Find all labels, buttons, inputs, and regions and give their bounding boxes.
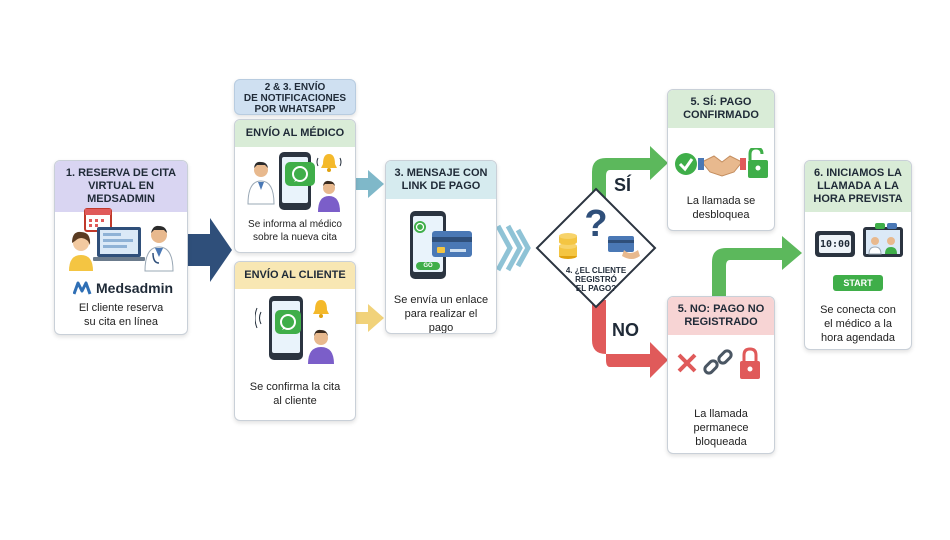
- step-cliente-header: ENVÍO AL CLIENTE: [235, 262, 355, 289]
- step-medico-text-line2: sobre la nueva cita: [253, 232, 337, 243]
- arrow-yes: [592, 146, 668, 205]
- step-llamada-text-line3: hora agendada: [820, 332, 895, 344]
- yes-label: SÍ: [614, 175, 632, 195]
- check-icon: [675, 153, 697, 175]
- envio-group-title-line3: POR WHATSAPP: [254, 104, 336, 115]
- step-medico-title: ENVÍO AL MÉDICO: [245, 127, 345, 139]
- step-si-card: 5. SÍ: PAGO CONFIRMADO La llamada se des…: [667, 89, 775, 231]
- step-cliente-text-line2: al cliente: [273, 395, 317, 407]
- step-reserva-title-line2: VIRTUAL EN MEDSADMIN: [87, 180, 155, 205]
- step-mensaje-title-line2: LINK DE PAGO: [401, 180, 481, 192]
- step-llamada-title-line3: HORA PREVISTA: [813, 193, 903, 205]
- step-mensaje-text-line1: Se envía un enlace: [393, 294, 489, 306]
- cliente-illustration: [255, 296, 334, 364]
- step-llamada-text-line1: Se conecta con: [820, 304, 896, 316]
- payment-confirmed-icons: [675, 148, 768, 178]
- start-button[interactable]: START: [833, 275, 883, 291]
- step-mensaje-text-line3: pago: [428, 322, 454, 334]
- step-medico-card: ENVÍO AL MÉDICO Se informa al médico sob…: [234, 119, 356, 253]
- step-cliente-text-line1: Se confirma la cita: [249, 381, 341, 393]
- decision-diamond: ?: [535, 187, 657, 309]
- step-cliente-title: ENVÍO AL CLIENTE: [244, 269, 346, 281]
- step-medico-text-line1: Se informa al médico: [248, 219, 342, 230]
- step-llamada-title-line2: LLAMADA A LA: [817, 180, 899, 192]
- step-llamada-header: 6. INICIAMOS LA LLAMADA A LA HORA PREVIS…: [805, 161, 911, 212]
- step-si-text-line1: La llamada se: [686, 195, 756, 207]
- envio-group-header: 2 & 3. ENVÍO DE NOTIFICACIONES POR WHATS…: [234, 79, 356, 115]
- card-in-hand-icon: [608, 236, 640, 259]
- medsadmin-logo-icon: [73, 281, 92, 295]
- step-reserva-header: 1. RESERVA DE CITA VIRTUAL EN MEDSADMIN: [55, 161, 187, 212]
- step-no-card: 5. NO: PAGO NO REGISTRADO La llamada per…: [667, 296, 775, 454]
- step-reserva-text-line1: El cliente reserva: [78, 302, 164, 314]
- step-reserva-card: 1. RESERVA DE CITA VIRTUAL EN MEDSADMIN …: [54, 160, 188, 335]
- coins-icon: [559, 233, 577, 259]
- arrow-cliente-to-mensaje: [355, 304, 384, 332]
- decision-text-line3: EL PAGO?: [575, 284, 617, 293]
- arrow-to-llamada: [712, 236, 802, 296]
- booking-illustration: [69, 208, 174, 272]
- step-reserva-text-line2: su cita en línea: [84, 316, 158, 328]
- step-llamada-title-line1: 6. INICIAMOS LA: [813, 167, 902, 179]
- step-llamada-text-line2: el médico a la: [824, 318, 892, 330]
- arrow-reserva-to-envio: [188, 218, 232, 282]
- medico-illustration: [247, 152, 342, 212]
- chevrons-to-decision: [495, 224, 531, 272]
- clock-display: 10:00: [819, 239, 851, 250]
- payment-failed-icons: [677, 347, 760, 379]
- broken-chain-icon: [703, 349, 733, 375]
- step-no-text-line2: permanece: [693, 422, 749, 434]
- envio-group-title-line2: DE NOTIFICACIONES: [243, 93, 347, 104]
- medsadmin-logo: Medsadmin: [73, 279, 173, 297]
- arrow-medico-to-mensaje: [355, 170, 384, 198]
- cross-icon: [677, 353, 697, 373]
- decision-label: 4. ¿EL CLIENTE REGISTRÓ EL PAGO?: [560, 266, 632, 293]
- unlocked-padlock-icon: [748, 148, 768, 178]
- decision-text-line2: REGISTRÓ: [575, 275, 617, 284]
- step-no-text-line1: La llamada: [694, 408, 748, 420]
- step-llamada-card: 6. INICIAMOS LA LLAMADA A LA HORA PREVIS…: [804, 160, 912, 350]
- step-si-text-line2: desbloquea: [692, 209, 750, 221]
- locked-padlock-icon: [740, 347, 760, 379]
- step-medico-header: ENVÍO AL MÉDICO: [235, 120, 355, 147]
- step-reserva-title-line1: 1. RESERVA DE CITA: [65, 167, 177, 179]
- video-call-illustration: [815, 223, 903, 257]
- step-no-title-line2: REGISTRADO: [684, 316, 758, 328]
- svg-text:?: ?: [584, 203, 607, 245]
- step-cliente-card: ENVÍO AL CLIENTE Se confirma la cita al …: [234, 261, 356, 421]
- step-no-text-line3: bloqueada: [695, 436, 747, 448]
- step-mensaje-title-line1: 3. MENSAJE CON: [394, 167, 488, 179]
- step-no-header: 5. NO: PAGO NO REGISTRADO: [668, 297, 774, 335]
- no-label: NO: [612, 320, 639, 340]
- step-mensaje-card: 3. MENSAJE CON LINK DE PAGO GO Se envía …: [385, 160, 497, 334]
- decision-text-line1: 4. ¿EL CLIENTE: [565, 266, 627, 275]
- handshake-icon: [698, 155, 746, 177]
- step-mensaje-header: 3. MENSAJE CON LINK DE PAGO: [386, 161, 496, 199]
- step-si-header: 5. SÍ: PAGO CONFIRMADO: [668, 90, 774, 128]
- medsadmin-brand: Medsadmin: [96, 280, 174, 296]
- step-no-title-line1: 5. NO: PAGO NO: [677, 303, 765, 315]
- payment-link-illustration: [410, 211, 472, 279]
- step-si-title-line2: CONFIRMADO: [683, 109, 759, 121]
- step-si-title-line1: 5. SÍ: PAGO: [690, 96, 752, 108]
- step-mensaje-text-line2: para realizar el: [404, 308, 478, 320]
- envio-group-title-line1: 2 & 3. ENVÍO: [264, 82, 326, 93]
- go-button[interactable]: GO: [423, 263, 433, 269]
- arrow-no: [592, 300, 668, 378]
